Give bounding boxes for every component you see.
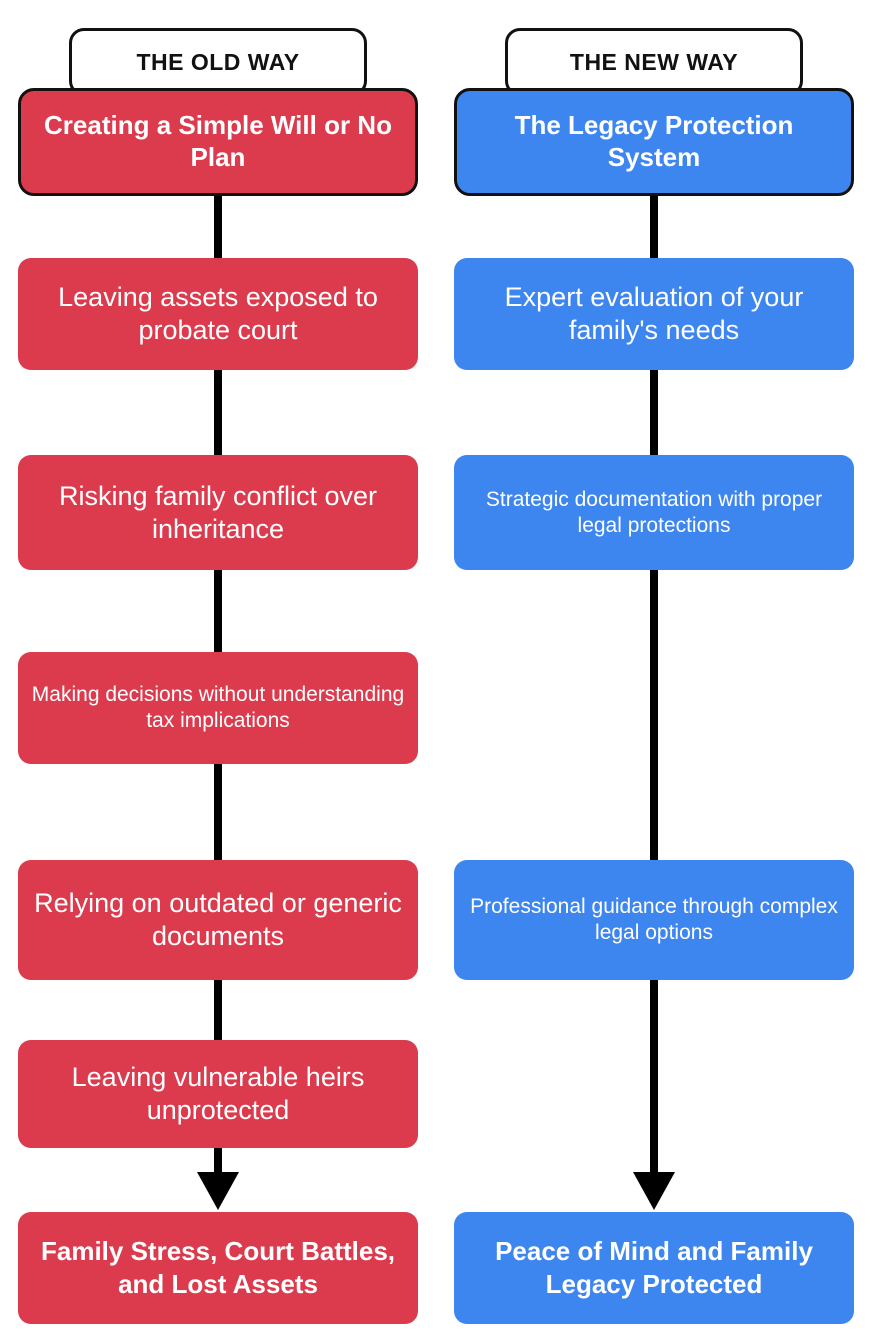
header-label-new-way: THE NEW WAY (569, 48, 739, 75)
node-old-way-step-4: Relying on outdated or generic documents (18, 860, 418, 980)
node-old-way-step-5: Leaving vulnerable heirs unprotected (18, 1040, 418, 1148)
column-old-way: THE OLD WAY Creating a Simple Will or No… (18, 28, 418, 1324)
node-new-way-top: The Legacy Protection System (454, 88, 854, 196)
node-old-way-top-text: Creating a Simple Will or No Plan (44, 110, 392, 172)
node-new-way-step-3: Professional guidance through complex le… (454, 860, 854, 980)
node-new-way-step-1-text: Expert evaluation of your family's needs (504, 282, 804, 345)
node-new-way-step-2-text: Strategic documentation with proper lega… (485, 487, 823, 537)
node-new-way-step-2: Strategic documentation with proper lega… (454, 455, 854, 570)
node-old-way-step-3: Making decisions without understanding t… (18, 652, 418, 764)
arrow-head-new-way (633, 1172, 675, 1210)
node-new-way-top-text: The Legacy Protection System (514, 110, 794, 172)
node-old-way-outcome-text: Family Stress, Court Battles, and Lost A… (41, 1235, 395, 1299)
header-pill-new-way: THE NEW WAY (505, 28, 803, 96)
node-new-way-step-3-text: Professional guidance through complex le… (470, 895, 838, 944)
node-old-way-step-1-text: Leaving assets exposed to probate court (58, 282, 378, 345)
arrow-head-old-way (197, 1172, 239, 1210)
node-old-way-step-4-text: Relying on outdated or generic documents (34, 888, 402, 951)
node-old-way-top: Creating a Simple Will or No Plan (18, 88, 418, 196)
node-old-way-step-1: Leaving assets exposed to probate court (18, 258, 418, 370)
node-old-way-step-3-text: Making decisions without understanding t… (31, 683, 405, 732)
node-old-way-step-5-text: Leaving vulnerable heirs unprotected (71, 1062, 365, 1125)
node-new-way-outcome: Peace of Mind and Family Legacy Protecte… (454, 1212, 854, 1324)
node-old-way-step-2: Risking family conflict over inheritance (18, 455, 418, 570)
node-old-way-step-2-text: Risking family conflict over inheritance (58, 480, 378, 544)
column-new-way: THE NEW WAY The Legacy Protection System… (436, 0, 872, 1344)
node-old-way-outcome: Family Stress, Court Battles, and Lost A… (18, 1212, 418, 1324)
connector-line-new-way (650, 190, 658, 1190)
node-new-way-step-1: Expert evaluation of your family's needs (454, 258, 854, 370)
header-label-old-way: THE OLD WAY (136, 48, 300, 75)
header-pill-old-way: THE OLD WAY (69, 28, 367, 96)
node-new-way-outcome-text: Peace of Mind and Family Legacy Protecte… (495, 1235, 813, 1299)
